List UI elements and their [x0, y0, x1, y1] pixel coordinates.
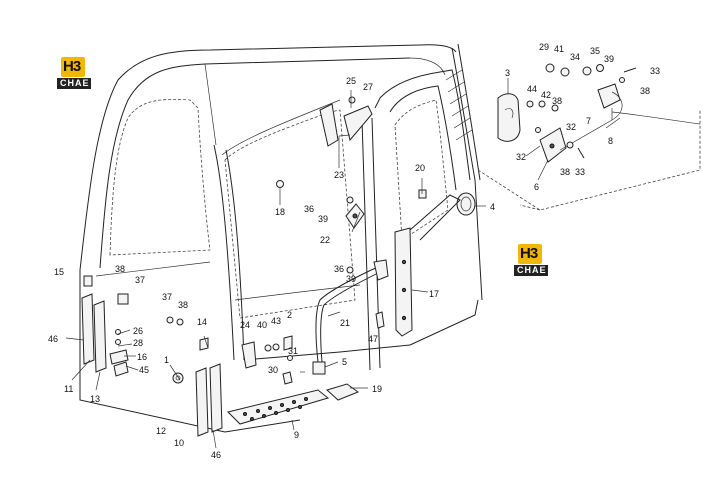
callout-35: 35: [590, 46, 600, 56]
callout-20: 20: [415, 163, 425, 173]
callout-46-b: 46: [211, 450, 221, 460]
callout-24: 24: [240, 320, 250, 330]
callout-30: 30: [268, 365, 278, 375]
callout-15: 15: [54, 267, 64, 277]
callout-33-b: 33: [575, 167, 585, 177]
right-post-a: [195, 367, 209, 437]
brand-mark-icon: H3: [61, 57, 85, 77]
left-post-b: [93, 300, 107, 373]
callout-38-b: 38: [178, 300, 188, 310]
callout-21: 21: [340, 318, 350, 328]
callout-45: 45: [139, 365, 149, 375]
callout-17: 17: [429, 289, 439, 299]
callouts: 1 2 3 4 5 6 7 8 9 10 11 12 13 14 15 16 1…: [48, 42, 660, 460]
callout-43: 43: [271, 316, 281, 326]
brand-mark: H3: [520, 245, 538, 262]
round-knob: [456, 192, 476, 216]
brand-sub: CHAE: [517, 265, 547, 275]
callout-10: 10: [174, 438, 184, 448]
callout-27: 27: [363, 82, 373, 92]
callout-32-a: 32: [566, 122, 576, 132]
brand-sub: CHAE: [60, 78, 90, 88]
cab-frame: [79, 43, 701, 433]
left-post-a: [81, 293, 95, 365]
callout-25: 25: [346, 76, 356, 86]
callout-29: 29: [539, 42, 549, 52]
step-bracket: [241, 341, 257, 369]
brand-bar: CHAE: [57, 78, 91, 89]
callout-36-b: 36: [334, 264, 344, 274]
callout-38-e: 38: [560, 167, 570, 177]
leader-lines: [65, 78, 621, 449]
grab-rod: [315, 265, 381, 363]
callout-19: 19: [372, 384, 382, 394]
callout-46-a: 46: [48, 334, 58, 344]
latch-assembly: [597, 83, 621, 109]
callout-41: 41: [554, 44, 564, 54]
callout-40: 40: [257, 320, 267, 330]
callout-5: 5: [342, 357, 347, 367]
brand-logo-top: H3 CHAE: [57, 57, 93, 91]
washer: [172, 372, 184, 384]
right-post-b: [209, 363, 223, 433]
latch-cover: [497, 93, 521, 142]
callout-12: 12: [156, 426, 166, 436]
callout-2: 2: [287, 310, 292, 320]
step-plate: [227, 389, 330, 425]
brand-mark-icon: H3: [518, 244, 542, 264]
brand-mark: H3: [63, 58, 81, 75]
callout-1: 1: [164, 355, 169, 365]
brand-logo-mid: H3 CHAE: [514, 244, 550, 278]
callout-36-a: 36: [304, 204, 314, 214]
brand-bar: CHAE: [514, 265, 548, 276]
callout-32-b: 32: [516, 152, 526, 162]
callout-38-a: 38: [115, 264, 125, 274]
callout-4: 4: [490, 202, 495, 212]
callout-31: 31: [288, 346, 298, 356]
parts: [81, 63, 701, 437]
callout-18: 18: [275, 207, 285, 217]
callout-39-b: 39: [346, 274, 356, 284]
callout-44: 44: [527, 84, 537, 94]
callout-28: 28: [133, 338, 143, 348]
callout-37-b: 37: [162, 292, 172, 302]
callout-39-a: 39: [318, 214, 328, 224]
callout-39-c: 39: [604, 54, 614, 64]
callout-37-a: 37: [135, 275, 145, 285]
callout-16: 16: [137, 352, 147, 362]
callout-11: 11: [64, 384, 73, 394]
callout-8: 8: [608, 136, 613, 146]
callout-47: 47: [368, 334, 378, 344]
callout-42: 42: [541, 90, 551, 100]
callout-6: 6: [534, 182, 539, 192]
callout-3: 3: [505, 68, 510, 78]
callout-38-c: 38: [552, 96, 562, 106]
door-handle: [319, 103, 339, 147]
callout-33-a: 33: [650, 66, 660, 76]
callout-22: 22: [320, 235, 330, 245]
callout-9: 9: [294, 430, 299, 440]
callout-23: 23: [334, 170, 344, 180]
callout-7: 7: [586, 116, 591, 126]
callout-26: 26: [133, 326, 143, 336]
callout-38-d: 38: [640, 86, 650, 96]
door-bracket: [394, 227, 413, 337]
callout-34: 34: [570, 52, 580, 62]
pad: [326, 383, 360, 401]
callout-13: 13: [90, 394, 100, 404]
callout-14: 14: [197, 317, 207, 327]
